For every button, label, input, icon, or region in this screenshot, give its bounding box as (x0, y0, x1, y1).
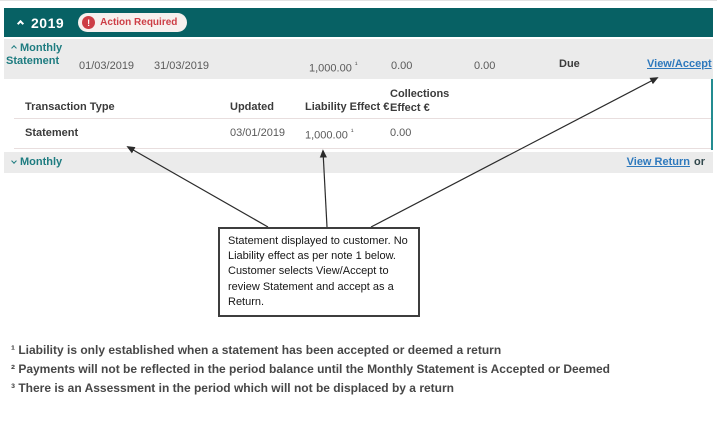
cell-collections-effect: 0.00 (390, 127, 412, 139)
table-row-divider (14, 148, 711, 149)
or-text: or (694, 156, 705, 168)
period-summary-row: Monthly Statement 01/03/2019 31/03/2019 … (4, 39, 713, 79)
view-accept-link[interactable]: View/Accept (647, 58, 712, 70)
period-end-date: 31/03/2019 (154, 60, 210, 72)
footnote-ref-1: ¹ (354, 60, 358, 69)
monthly-accordion-toggle[interactable]: Monthly (6, 156, 62, 168)
footnotes: ¹ Liability is only established when a s… (11, 341, 610, 398)
screenshot-top-border (0, 0, 717, 1)
chevron-down-icon (11, 158, 17, 164)
col-header-transaction-type: Transaction Type (25, 101, 115, 113)
period-collections-amount: 0.00 (391, 60, 413, 72)
footnote-ref-1: ¹ (350, 127, 354, 136)
col-header-collections-effect: Collections Effect € (390, 88, 450, 114)
period-status: Due (559, 58, 580, 70)
badge-label: Action Required (100, 17, 178, 28)
cell-transaction-type: Statement (25, 127, 79, 139)
transactions-table: Transaction Type Updated Liability Effec… (4, 79, 713, 150)
monthly-row-actions: View Return or (627, 156, 705, 168)
footnote-2: ² Payments will not be reflected in the … (11, 362, 611, 376)
period-label-line1: Monthly (20, 42, 63, 54)
year-accordion-header[interactable]: 2019 ! Action Required (4, 8, 713, 37)
year-label: 2019 (31, 14, 65, 31)
col-header-liability-effect: Liability Effect € (305, 101, 390, 113)
period-start-date: 01/03/2019 (79, 60, 135, 72)
footnote-1: ¹ Liability is only established when a s… (11, 343, 502, 357)
alert-icon: ! (82, 16, 96, 29)
footnote-3: ³ There is an Assessment in the period w… (11, 381, 454, 395)
cell-updated: 03/01/2019 (230, 127, 286, 139)
period-label-line2: Statement (6, 55, 60, 67)
period-accordion-toggle[interactable]: Monthly Statement (6, 42, 62, 68)
action-required-badge: ! Action Required (78, 13, 188, 32)
chevron-up-icon (11, 45, 17, 51)
view-return-link[interactable]: View Return (626, 156, 690, 168)
monthly-label: Monthly (20, 156, 63, 168)
col-header-updated: Updated (230, 101, 274, 113)
table-header-divider (14, 118, 711, 119)
annotation-callout: Statement displayed to customer. No Liab… (218, 227, 420, 318)
monthly-collapsed-row[interactable]: Monthly View Return or (4, 152, 713, 173)
chevron-up-icon (16, 19, 25, 28)
period-balance-amount: 0.00 (474, 60, 496, 72)
